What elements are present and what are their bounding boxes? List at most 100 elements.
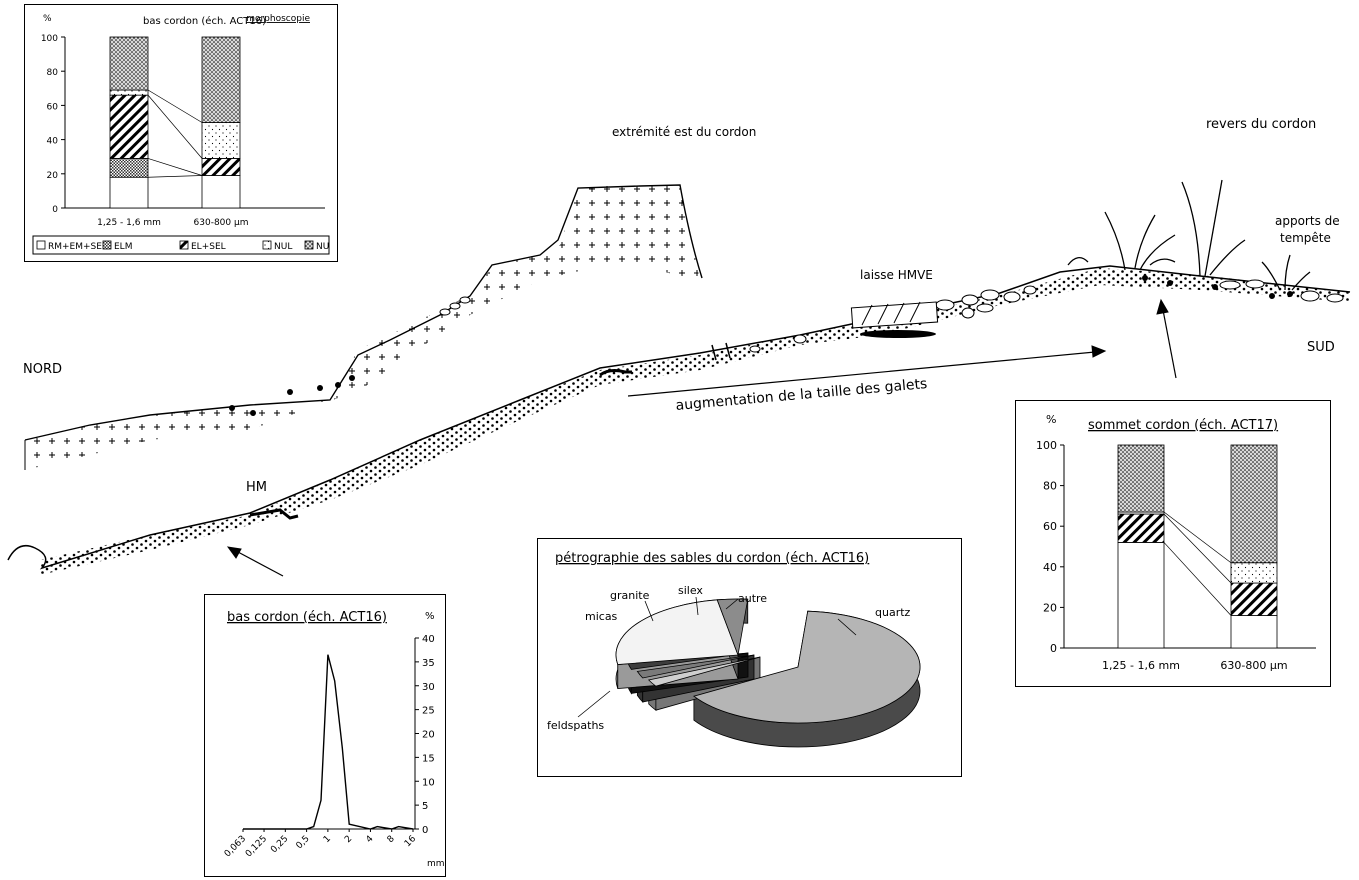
morpho-tag: morphoscopie: [246, 14, 310, 24]
label-apports-1: apports de: [1275, 214, 1340, 228]
label-extremite: extrémité est du cordon: [612, 125, 757, 139]
category-label: 1,25 - 1,6 mm: [1102, 659, 1180, 672]
vegetation: [1067, 179, 1311, 291]
pie-slice-quartz: [692, 610, 921, 724]
y-tick-label: 80: [47, 68, 59, 78]
grain-title: bas cordon (éch. ACT16): [227, 610, 387, 625]
bar-segment: [1230, 615, 1278, 649]
dune-pebbles: [229, 375, 355, 416]
y-tick-label: 20: [47, 171, 59, 181]
dune-cobbles: [439, 296, 471, 316]
arrows: [226, 298, 1177, 577]
bar-segment: [109, 36, 149, 91]
y-tick-label: 35: [422, 658, 435, 669]
x-tick-label: 0,25: [269, 834, 290, 855]
series-connector: [147, 175, 203, 178]
series-connector: [147, 158, 203, 176]
grain-x-unit: mm: [427, 859, 445, 869]
bar-segment: [1230, 562, 1278, 584]
legend-label: EL+SEL: [191, 242, 226, 252]
series-connector: [1163, 511, 1232, 564]
y-tick-label: 60: [47, 102, 59, 112]
grain-y-unit: %: [425, 611, 435, 622]
legend-label: NU: [316, 242, 329, 252]
morpho-chart-panel: % bas cordon (éch. ACT16) morphoscopie 0…: [24, 4, 338, 262]
category-label: 1,25 - 1,6 mm: [97, 218, 161, 228]
pie-title: pétrographie des sables du cordon (éch. …: [555, 551, 869, 566]
legend-swatch: [36, 240, 46, 250]
pie-leader-autre: [725, 598, 739, 610]
pie-slice-autre: [647, 656, 761, 687]
beach-surface: [7, 265, 1351, 570]
pie-leader-feldspaths: [577, 690, 611, 718]
y-tick-label: 100: [1036, 439, 1057, 452]
category-label: 630-800 µm: [194, 218, 249, 228]
morpho-chart: % bas cordon (éch. ACT16) morphoscopie 0…: [32, 14, 330, 255]
legend-box: [32, 235, 330, 255]
y-tick-label: 5: [422, 801, 428, 812]
y-tick-label: 40: [47, 137, 59, 147]
bar-segment: [109, 94, 149, 159]
y-tick-label: 25: [422, 706, 435, 717]
bar-segment: [1117, 444, 1165, 513]
y-tick-label: 20: [422, 730, 435, 741]
bar-segment: [201, 122, 241, 159]
y-tick-label: 40: [422, 634, 435, 645]
pie-label-quartz: quartz: [875, 606, 911, 619]
y-tick-label: 0: [1050, 642, 1057, 655]
bar-segment: [1117, 542, 1165, 649]
y-tick-label: 15: [422, 753, 435, 764]
series-connector: [1163, 542, 1232, 616]
y-tick-label: 0: [422, 825, 428, 836]
pie-leader-silex: [695, 596, 699, 616]
x-tick-label: 0,063: [223, 834, 248, 859]
x-tick-label: 0,125: [244, 834, 269, 859]
category-label: 630-800 µm: [1220, 659, 1287, 672]
laisse-wrack: [850, 301, 939, 338]
grain-series-line: [243, 654, 414, 830]
label-laisse: laisse HMVE: [860, 268, 933, 282]
y-tick-label: 40: [1043, 561, 1057, 574]
legend-label: ELM: [114, 242, 132, 252]
morpho-y-unit: %: [43, 14, 52, 24]
legend-swatch: [262, 240, 272, 250]
series-connector: [147, 89, 203, 123]
bar-segment: [1230, 444, 1278, 564]
sommet-title: sommet cordon (éch. ACT17): [1088, 418, 1278, 433]
label-nord: NORD: [23, 362, 62, 377]
bar-segment: [109, 89, 149, 96]
bar-segment: [109, 176, 149, 209]
beach-cobbles: [749, 279, 1344, 353]
y-tick-label: 10: [422, 777, 435, 788]
pie-slice-feldspaths: [716, 598, 749, 657]
pie-leader-quartz: [837, 618, 857, 636]
y-tick-label: 0: [52, 205, 58, 215]
label-apports-2: tempête: [1280, 231, 1331, 245]
beach-sand-band: [40, 268, 1350, 575]
beach-pebbles: [1142, 275, 1293, 299]
label-sud: SUD: [1307, 340, 1335, 355]
sommet-y-unit: %: [1046, 413, 1056, 426]
pie-label-silex: silex: [678, 584, 703, 597]
legend-swatch: [304, 240, 314, 250]
grain-chart: % bas cordon (éch. ACT16) mm 0 5 10 15 20 25 3…: [223, 610, 445, 869]
y-tick-label: 60: [1043, 520, 1057, 533]
y-tick-label: 20: [1043, 601, 1057, 614]
bar-segment: [1117, 513, 1165, 543]
pie-label-autre: autre: [738, 592, 767, 605]
bar-segment: [201, 175, 241, 209]
legend-label: RM+EM+SEM: [48, 242, 110, 252]
series-connector: [147, 94, 203, 159]
y-tick-label: 30: [422, 682, 435, 693]
pie-label-micas: micas: [585, 610, 618, 623]
legend-swatch: [102, 240, 112, 250]
series-connector: [1163, 513, 1232, 584]
label-revers: revers du cordon: [1206, 117, 1317, 132]
grain-chart-panel: % bas cordon (éch. ACT16) mm 0 5 10 15 20 25 3…: [204, 594, 446, 877]
x-tick-label: 8: [386, 834, 397, 845]
bar-segment: [201, 158, 241, 176]
x-tick-label: 16: [403, 834, 418, 849]
morpho-title: bas cordon (éch. ACT16): [143, 15, 266, 27]
bar-segment: [201, 36, 241, 123]
